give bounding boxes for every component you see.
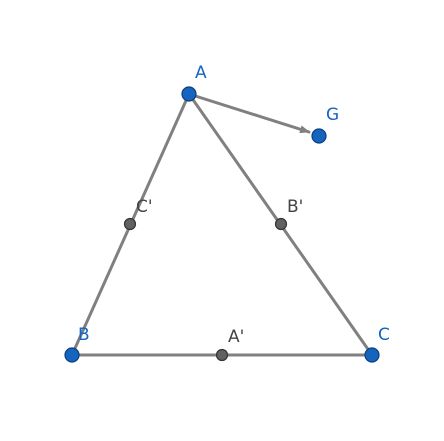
point-a[interactable]: [181, 86, 197, 102]
point-g[interactable]: [311, 128, 327, 144]
label-b: B: [78, 325, 90, 345]
point-c-prime[interactable]: [123, 217, 137, 231]
label-a-prime: A': [228, 327, 244, 347]
label-a: A: [195, 63, 207, 83]
label-c: C: [378, 325, 390, 345]
point-b-prime[interactable]: [274, 217, 288, 231]
vector-ag[interactable]: [187, 92, 311, 134]
label-b-prime: B': [287, 197, 303, 217]
label-g: G: [326, 105, 339, 125]
point-a-prime[interactable]: [215, 348, 229, 362]
label-c-prime: C': [136, 197, 153, 217]
point-b[interactable]: [64, 347, 80, 363]
point-c[interactable]: [364, 347, 380, 363]
